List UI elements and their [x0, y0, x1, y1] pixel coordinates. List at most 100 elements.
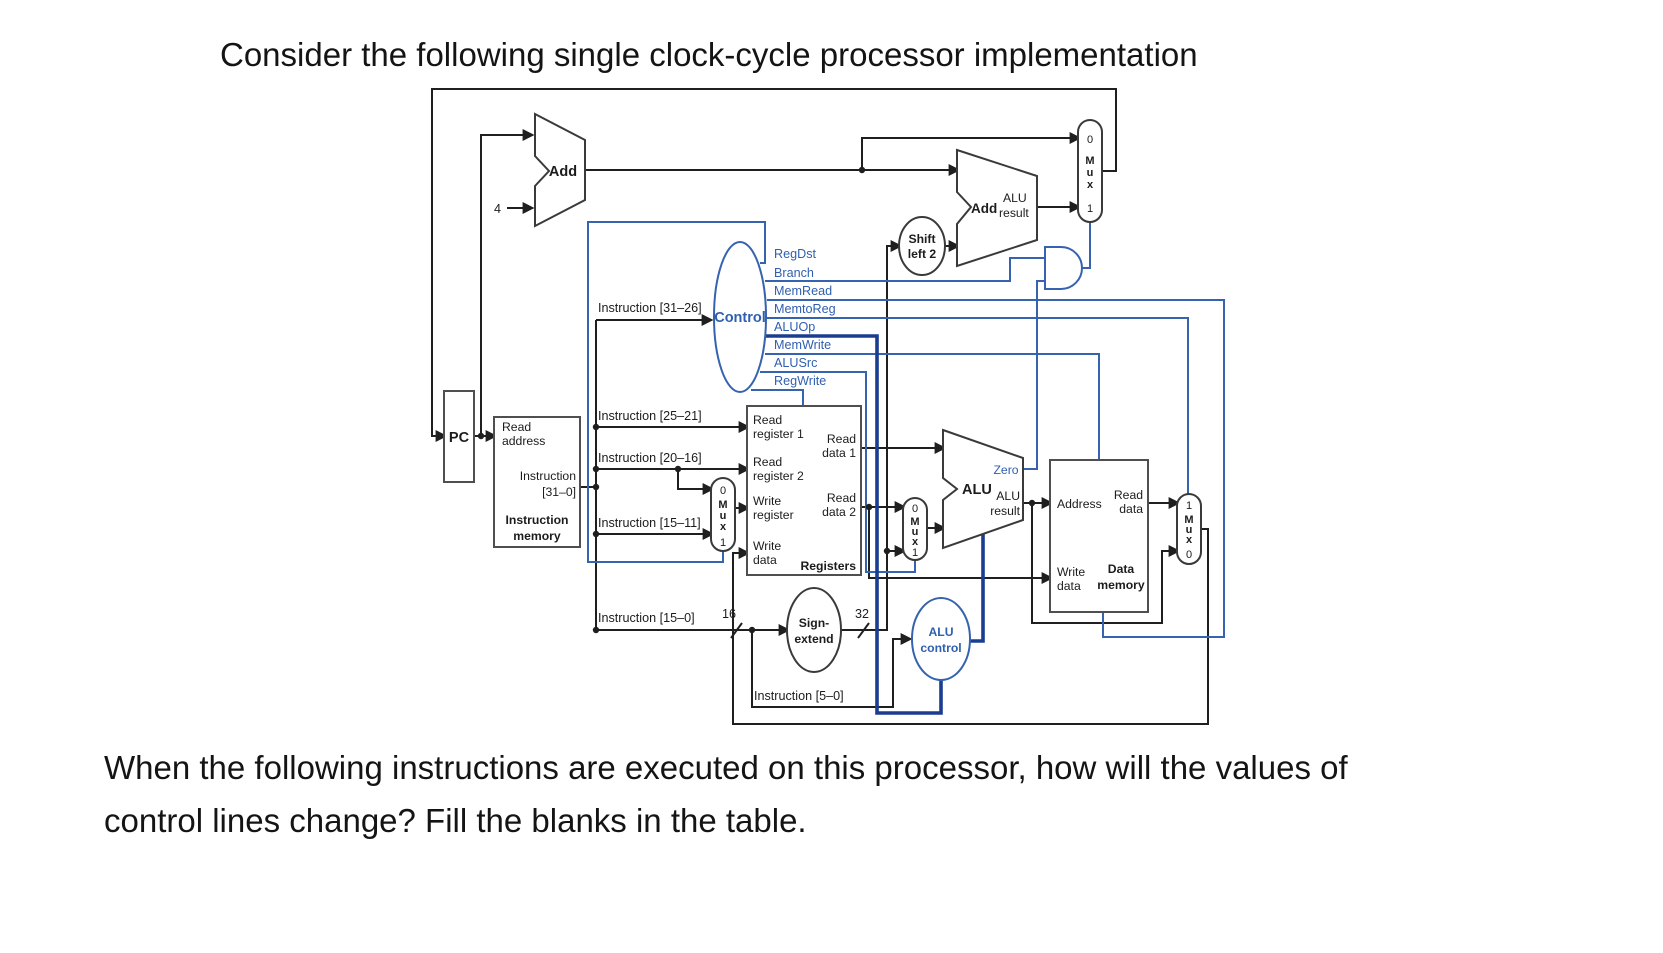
sign-extend-label2: extend	[794, 632, 833, 646]
shift-left-2: Shift left 2	[898, 216, 946, 276]
control-unit: Control RegDst Branch MemRead MemtoReg A…	[713, 241, 836, 393]
imem-instruction-range: [31–0]	[542, 485, 576, 499]
dmem-rd-label2: data	[1119, 502, 1143, 516]
pc-label: PC	[449, 430, 470, 446]
pcsrc-mux-m: M	[1085, 155, 1094, 167]
dmem-name2: memory	[1097, 578, 1145, 592]
junction-dot	[592, 465, 600, 473]
control-oval	[713, 241, 767, 393]
pc-to-adder-wire	[480, 129, 535, 436]
wb-mux-0: 0	[1186, 549, 1192, 561]
sign-extend-label1: Sign-	[799, 616, 829, 630]
imem-read-address-label2: address	[502, 434, 545, 448]
reg-rr2-label2: register 2	[753, 469, 804, 483]
signal-memtoreg: MemtoReg	[774, 302, 836, 316]
alu-control-oval	[911, 597, 971, 681]
imem-read-address-label: Read	[502, 420, 531, 434]
pc-adder-shape	[534, 112, 586, 228]
junction-dot	[1028, 499, 1036, 507]
bus16-slash	[730, 622, 743, 639]
dmem-wd-label2: data	[1057, 579, 1081, 593]
imem-instruction-label: Instruction	[520, 469, 576, 483]
bus32-slash	[857, 622, 870, 639]
alu-result-bypass-wire	[1031, 503, 1181, 624]
alusrc-mux-m: M	[910, 516, 919, 528]
write-register-mux: 0 M u x 1	[710, 477, 736, 552]
wr-mux-1: 1	[720, 537, 726, 549]
question-line-2: control lines change? Fill the blanks in…	[104, 802, 807, 839]
alu-control-label1: ALU	[928, 625, 953, 639]
reg-rd2-label2: data 2	[822, 505, 856, 519]
alu-result-label2: result	[990, 504, 1020, 518]
reg-rr1-label2: register 1	[753, 427, 804, 441]
memtoreg-mux: 1 M u x 0	[1176, 493, 1202, 565]
data-memory: Address Write data Read data Data memory	[1049, 459, 1149, 613]
reg-wr-label1: Write	[753, 494, 781, 508]
branch-wire	[765, 257, 1045, 282]
pcsrc-mux-x: x	[1087, 179, 1094, 191]
pc-register: PC	[443, 390, 475, 483]
reg-wr-label2: register	[753, 508, 794, 522]
bus-labels: Instruction [31–26] Instruction [25–21] …	[598, 301, 869, 703]
registers-box	[746, 405, 862, 576]
pc-box	[443, 390, 475, 483]
signal-alusrc: ALUSrc	[774, 356, 817, 370]
alu-shape	[942, 428, 1024, 550]
pcsrc-mux-0: 0	[1087, 134, 1093, 146]
pc-update-wire	[431, 88, 1117, 442]
wb-mux-u: u	[1186, 524, 1193, 536]
wr-mux-u: u	[720, 510, 727, 522]
rt-to-mux-wire	[677, 469, 715, 495]
label-instr-15-0: Instruction [15–0]	[598, 611, 695, 625]
pc-adder-label: Add	[549, 164, 577, 180]
shift-left-2-oval	[898, 216, 946, 276]
dmem-rd-label1: Read	[1114, 488, 1143, 502]
pcsrc-wire	[1082, 220, 1091, 269]
label-instr-31-26: Instruction [31–26]	[598, 301, 702, 315]
junction-dot	[592, 423, 600, 431]
label-instr-5-0: Instruction [5–0]	[754, 689, 844, 703]
instruction-memory-box	[493, 416, 581, 548]
alu-control: ALU control	[911, 597, 971, 681]
memtoreg-mux-body	[1176, 493, 1202, 565]
datapath-wires	[431, 88, 1209, 725]
pc-adder: Add	[534, 112, 586, 228]
signal-aluop: ALUOp	[774, 320, 815, 334]
wr-mux-m: M	[718, 499, 727, 511]
pcsrc-mux-u: u	[1087, 167, 1094, 179]
alusrc-mux-x: x	[912, 536, 919, 548]
page-title: Consider the following single clock-cycl…	[220, 36, 1198, 73]
label-instr-15-11: Instruction [15–11]	[598, 516, 701, 530]
label-width-16: 16	[722, 607, 736, 621]
alu: ALU Zero ALU result	[942, 428, 1024, 550]
alusrc-mux-body	[902, 497, 928, 561]
sign-extend-oval	[786, 587, 842, 673]
label-width-32: 32	[855, 607, 869, 621]
junction-dot	[592, 530, 600, 538]
writeback-wire	[732, 528, 1209, 725]
reg-rr1-label1: Read	[753, 413, 782, 427]
imem-name2: memory	[513, 529, 561, 543]
alu-label: ALU	[962, 482, 992, 498]
label-instr-25-21: Instruction [25–21]	[598, 409, 702, 423]
imem-name1: Instruction	[506, 513, 569, 527]
branch-adder-label: Add	[971, 201, 997, 216]
branch-adder-result2: result	[999, 206, 1029, 220]
label-instr-20-16: Instruction [20–16]	[598, 451, 702, 465]
alu-result-label1: ALU	[996, 489, 1020, 503]
data-memory-box	[1049, 459, 1149, 613]
question-line-1: When the following instructions are exec…	[104, 749, 1348, 786]
junction-dot	[592, 626, 600, 634]
regdst-wire	[587, 221, 766, 563]
control-label: Control	[714, 310, 766, 326]
wr-mux-0: 0	[720, 485, 726, 497]
junction-dot	[477, 432, 485, 440]
junction-dot	[592, 483, 600, 491]
junction-dot	[883, 547, 891, 555]
wb-mux-1: 1	[1186, 500, 1192, 512]
alu-operation-wire	[966, 534, 985, 643]
reg-wd-label2: data	[753, 553, 777, 567]
junction-dot	[674, 465, 682, 473]
alu-zero-label: Zero	[993, 463, 1018, 477]
